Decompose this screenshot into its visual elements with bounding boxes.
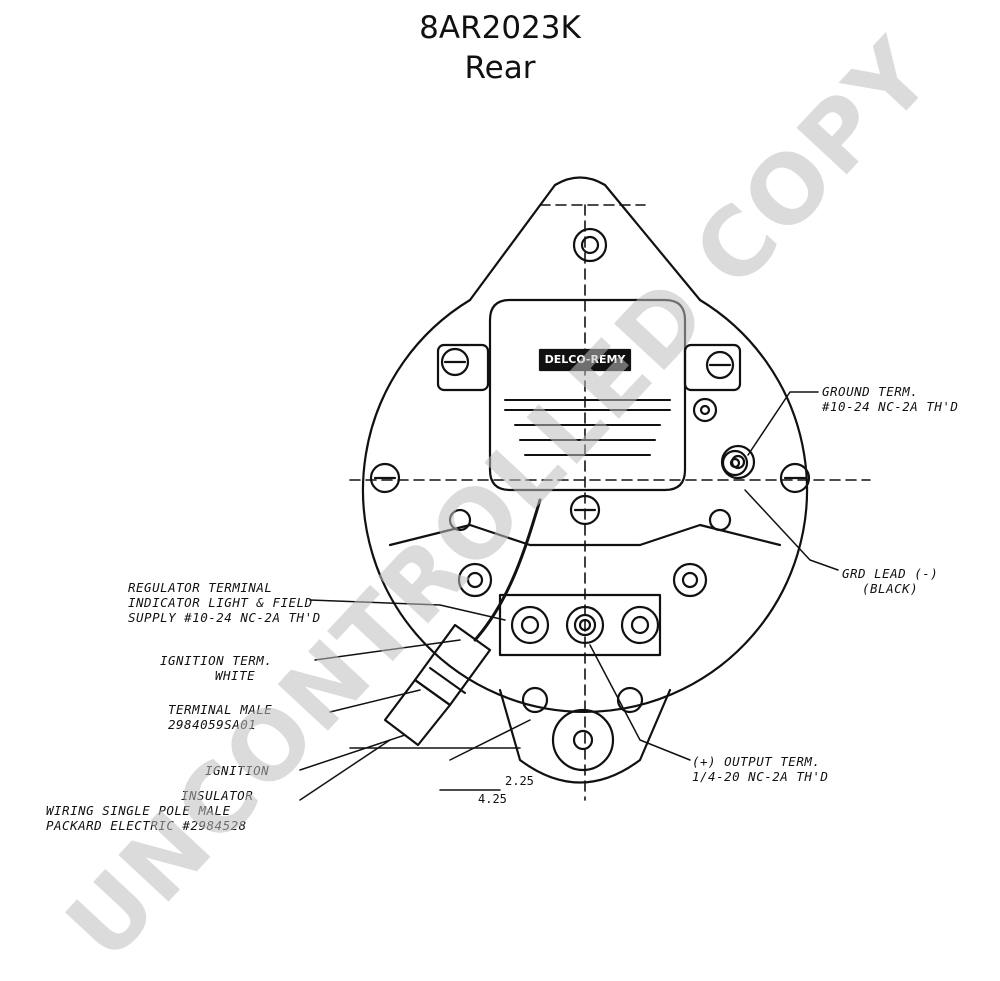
regulator-cover: [488, 298, 687, 492]
nameplate-text: DELCO-REMY: [544, 353, 626, 366]
ground-terminal: [720, 444, 756, 480]
left-rectifier-bolt: [457, 562, 493, 598]
ignition-lead-wire: [473, 498, 542, 642]
ground-term-callout: GROUND TERM. #10-24 NC-2A TH'D: [822, 384, 958, 414]
bottom-ear-bolt: [551, 708, 615, 772]
insulator-boot: [383, 678, 452, 747]
terminal-male-line-2: 2984059SA01: [168, 717, 257, 732]
grd-lead-callout: GRD LEAD (-) (BLACK): [842, 566, 938, 596]
top-mounting-ear: [468, 176, 702, 302]
insulator-line-3: PACKARD ELECTRIC #2984528: [46, 818, 247, 833]
bottom-mounting-ear: [498, 688, 672, 784]
regulator-term-callout: REGULATOR TERMINAL INDICATOR LIGHT & FIE…: [128, 580, 321, 625]
output-term-line-1: (+) OUTPUT TERM.: [692, 754, 821, 769]
leader-regulator-term: [309, 599, 506, 621]
title-block: 8AR2023K Rear: [0, 8, 1000, 88]
grd-lead-line-2: (BLACK): [862, 581, 919, 596]
right-rectifier-bolt: [672, 562, 708, 598]
ignition-callout: IGNITION: [205, 763, 269, 778]
terminal-block: [498, 593, 662, 657]
ignition-term-line-1: IGNITION TERM.: [160, 653, 273, 668]
leader-insulator: [299, 739, 391, 801]
ground-term-line-2: #10-24 NC-2A TH'D: [822, 399, 959, 414]
alternator-rear-diagram: [299, 176, 871, 801]
ignition-line-1: IGNITION: [205, 763, 270, 778]
dimension-4-25: 4.25: [478, 792, 507, 806]
terminal-male-line-1: TERMINAL MALE: [168, 702, 273, 717]
part-number: 8AR2023K: [419, 10, 581, 46]
insulator-line-1: INSULATOR: [181, 788, 254, 803]
regulator-terminal-stud: [510, 605, 550, 645]
leader-ground-term: [747, 391, 819, 456]
insulator-line-2: WIRING SINGLE POLE MALE: [46, 803, 231, 818]
leader-ignition-term: [314, 639, 461, 661]
cover-screws: [369, 343, 811, 532]
leader-grd-lead: [744, 489, 839, 571]
output-term-callout: (+) OUTPUT TERM. 1/4-20 NC-2A TH'D: [692, 754, 828, 784]
grd-lead-line-1: GRD LEAD (-): [842, 566, 939, 581]
housing-outline: [361, 298, 809, 713]
regulator-term-line-2: INDICATOR LIGHT & FIELD: [128, 595, 313, 610]
ignition-term-line-2: WHITE: [215, 668, 256, 683]
view-label: Rear: [464, 50, 536, 86]
dimension-2-25: 2.25: [505, 774, 534, 788]
ignition-term-callout: IGNITION TERM. WHITE: [160, 653, 272, 683]
regulator-term-line-3: SUPPLY #10-24 NC-2A TH'D: [128, 610, 321, 625]
ground-term-line-1: GROUND TERM.: [822, 384, 919, 399]
output-term-line-2: 1/4-20 NC-2A TH'D: [692, 769, 829, 784]
insulator-callout: INSULATOR WIRING SINGLE POLE MALE PACKAR…: [46, 788, 253, 833]
regulator-term-line-1: REGULATOR TERMINAL: [128, 580, 273, 595]
indicator-terminal-stud: [620, 605, 660, 645]
leader-terminal-male: [329, 689, 421, 713]
top-ear-bolt: [572, 227, 608, 263]
leader-output-term: [589, 644, 691, 761]
terminal-male-callout: TERMINAL MALE 2984059SA01: [168, 702, 272, 732]
